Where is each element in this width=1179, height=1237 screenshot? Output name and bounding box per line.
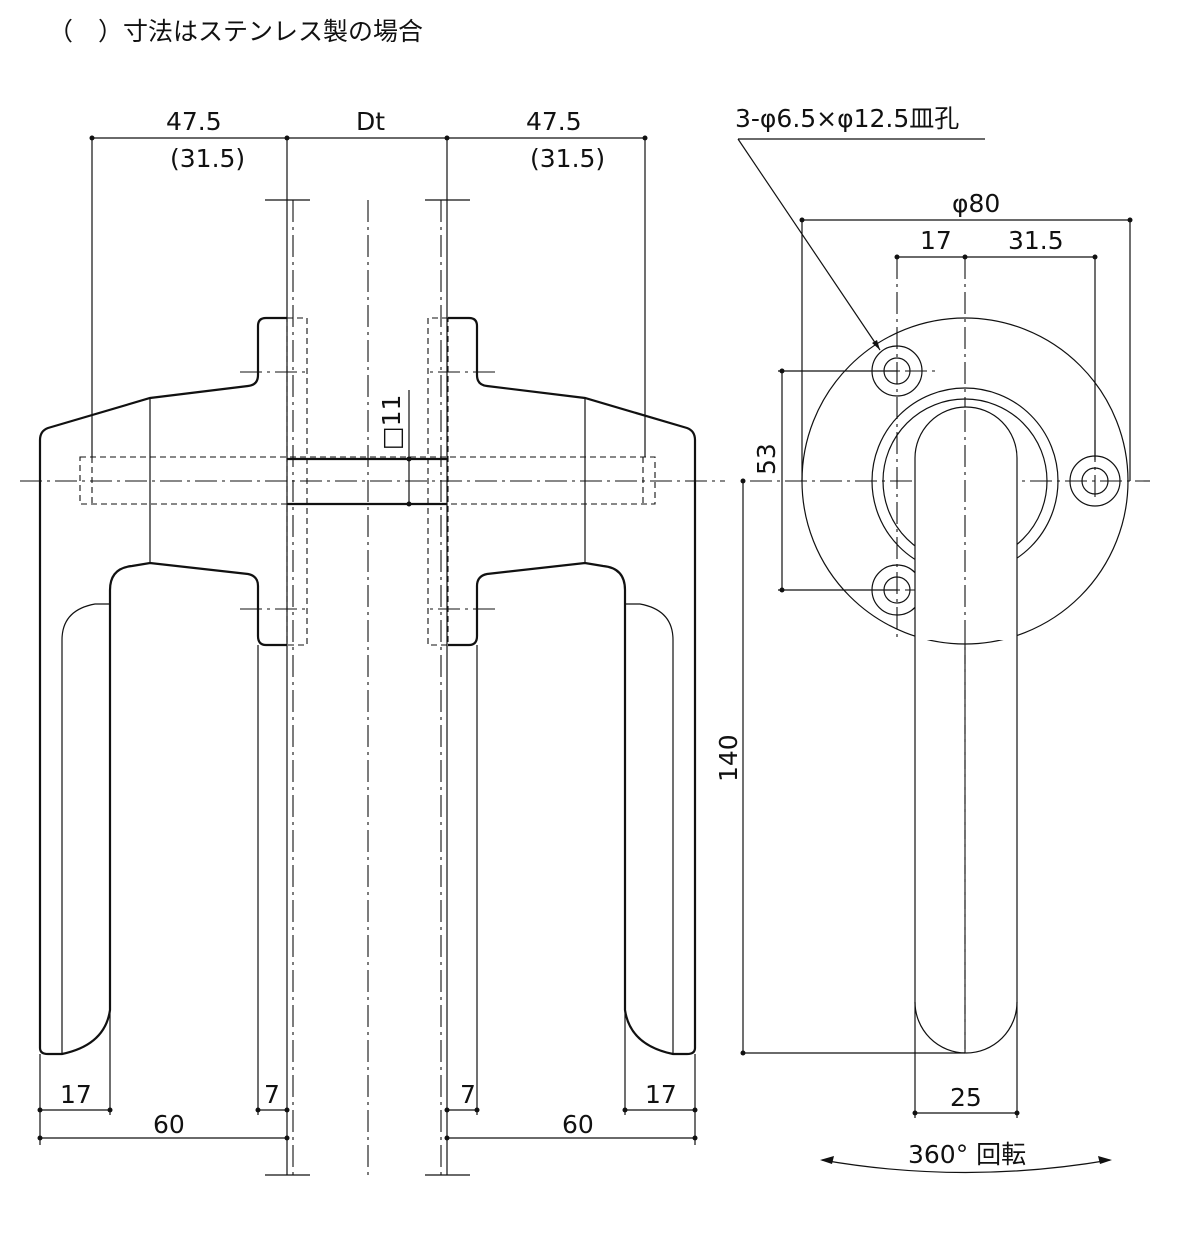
dim-dot [740, 478, 746, 484]
dim-dot [1014, 1110, 1020, 1116]
dim-left-total: 60 [153, 1110, 185, 1139]
side-dimensions: 3-φ6.5×φ12.5皿孔 φ80 17 31.5 53 140 25 [714, 104, 1133, 1174]
leader-line [737, 138, 881, 351]
dim-dot [284, 1135, 290, 1141]
dim-right-rose: 7 [460, 1080, 476, 1109]
front-view: □11 [20, 199, 725, 1176]
arrow-head [820, 1156, 834, 1164]
rotation-arrow [821, 1159, 1111, 1174]
dim-left-top: 47.5 [166, 107, 222, 136]
dim-dot [284, 135, 290, 141]
dim-dot [912, 1110, 918, 1116]
dim-dot [107, 1107, 113, 1113]
dim-dot [37, 1107, 43, 1113]
lever-outline [38, 316, 287, 1056]
dim-hole-offset-right: 31.5 [1008, 226, 1064, 255]
dim-dot [622, 1107, 628, 1113]
dim-dot [962, 254, 968, 260]
dim-dot [37, 1135, 43, 1141]
spindle-dimension: □11 [377, 395, 406, 450]
dim-hole-pitch: 53 [752, 443, 781, 475]
rose-hidden [286, 317, 308, 646]
dim-dot [406, 501, 412, 507]
dim-door: Dt [356, 107, 385, 136]
dim-hole-offset-left: 17 [920, 226, 952, 255]
dim-dot [740, 1050, 746, 1056]
dim-dot [799, 217, 805, 223]
lever-right [423, 316, 697, 1056]
leader-arrow [872, 340, 880, 350]
dim-dot [779, 368, 785, 374]
dim-dot [89, 135, 95, 141]
dim-left-grip: 17 [60, 1080, 92, 1109]
rotation-label: 360° 回転 [908, 1140, 1026, 1169]
dim-dot [1127, 217, 1133, 223]
lever-side [914, 406, 1018, 1054]
dim-right-top-alt: (31.5) [530, 144, 605, 173]
arrow-head [1098, 1156, 1112, 1164]
dim-dot [692, 1107, 698, 1113]
dim-left-top-alt: (31.5) [170, 144, 245, 173]
dim-right-top: 47.5 [526, 107, 582, 136]
dim-right-total: 60 [562, 1110, 594, 1139]
dim-lever-width: 25 [950, 1083, 982, 1112]
dim-dot [406, 456, 412, 462]
dim-dot [894, 254, 900, 260]
front-dimensions: 47.5 (31.5) Dt 47.5 (31.5) 17 7 60 17 [37, 107, 698, 1145]
dim-left-rose: 7 [264, 1080, 280, 1109]
dim-dot [444, 1135, 450, 1141]
side-view [750, 257, 1150, 1054]
dim-dot [474, 1107, 480, 1113]
spindle-hidden [79, 456, 656, 505]
dimension-note: （ ）寸法はステンレス製の場合 [48, 17, 423, 46]
lever-mask [915, 407, 1017, 640]
dim-diameter: φ80 [952, 189, 1000, 218]
dim-dot [444, 1107, 450, 1113]
dim-dot [779, 587, 785, 593]
dim-dot [444, 135, 450, 141]
dim-right-grip: 17 [645, 1080, 677, 1109]
dim-dot [1092, 254, 1098, 260]
dim-lever-length: 140 [714, 734, 743, 782]
dim-dot [255, 1107, 261, 1113]
dim-dot [642, 135, 648, 141]
hole-callout: 3-φ6.5×φ12.5皿孔 [735, 104, 959, 133]
dim-dot [284, 1107, 290, 1113]
dim-dot [692, 1135, 698, 1141]
lever-left [38, 316, 310, 1056]
lever-grip-line [61, 603, 110, 1054]
